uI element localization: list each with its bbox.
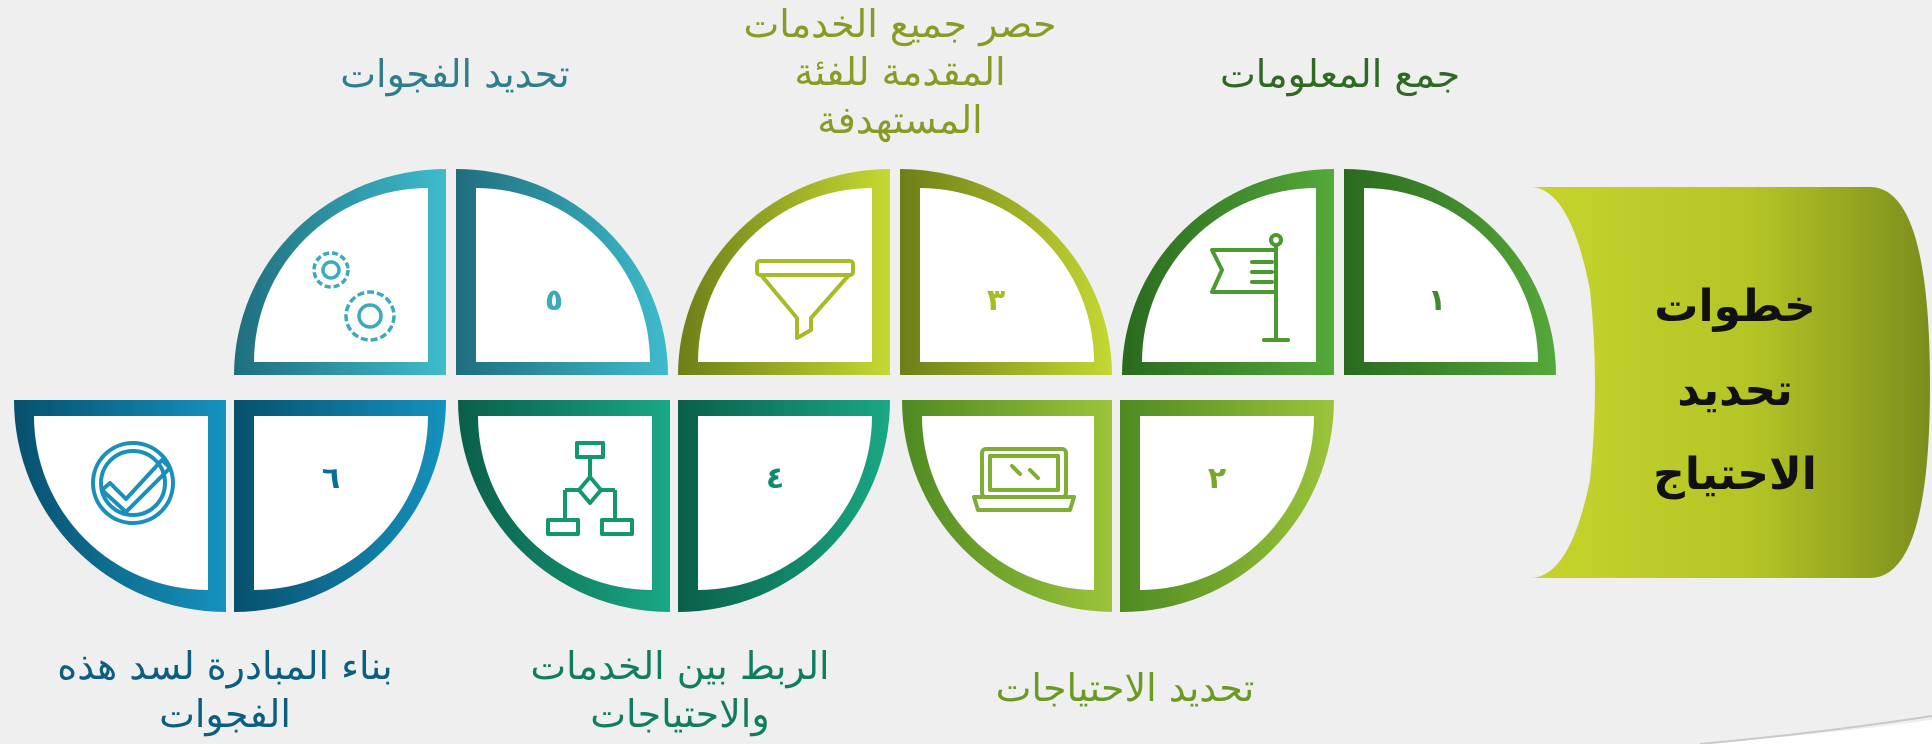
step-2-number-face: [1140, 416, 1314, 590]
step-2-group: ٢: [902, 400, 1334, 613]
flowchart-icon: [546, 441, 634, 536]
step-5-label-line: تحديد الفجوات: [340, 52, 570, 96]
filter-icon: [755, 259, 855, 340]
flag-icon: [1210, 233, 1290, 342]
step-1-number-face: [1364, 188, 1538, 362]
step-2-number: ٢: [1208, 461, 1226, 496]
step-4-label: الربط بين الخدمات والاحتياجات: [500, 642, 860, 738]
step-3-label-line: حصر جميع الخدمات: [743, 2, 1057, 46]
step-6-icon-face: [34, 416, 208, 590]
step-1-group: ١: [1122, 169, 1556, 375]
step-5-icon-face: [254, 188, 428, 362]
step-3-number: ٣: [987, 283, 1005, 318]
step-6-number-face: [254, 416, 428, 590]
step-5-number: ٥: [545, 283, 563, 318]
step-1-label: جمع المعلومات: [1180, 50, 1500, 98]
step-5-label: تحديد الفجوات: [290, 50, 620, 98]
step-3-label-line: المقدمة للفئة: [794, 50, 1006, 94]
step-4-label-line: والاحتياجات: [590, 692, 770, 736]
step-3-label: حصر جميع الخدمات المقدمة للفئة المستهدفة: [700, 0, 1100, 144]
diagram-title: خطوات تحديد الاحتياج: [1630, 265, 1840, 517]
gears-icon: [312, 251, 396, 342]
step-6-label-line: بناء المبادرة لسد هذه: [57, 644, 393, 688]
step-3-label-line: المستهدفة: [817, 98, 983, 142]
step-4-group: ٤: [458, 400, 890, 612]
step-6-number: ٦: [322, 461, 340, 496]
step-2-label: تحديد الاحتياجات: [960, 664, 1290, 712]
step-2-icon-face: [922, 416, 1094, 590]
title-line: الاحتياج: [1653, 449, 1817, 500]
page-curl-decoration: [1700, 720, 1932, 744]
step-4-number: ٤: [766, 461, 784, 496]
step-5-number-face: [476, 188, 650, 362]
step-1-icon-face: [1142, 188, 1316, 362]
title-band: [1530, 187, 1930, 578]
title-line: تحديد: [1677, 365, 1793, 416]
step-6-group: ٦: [14, 400, 446, 612]
step-4-number-face: [698, 416, 872, 590]
step-2-label-line: تحديد الاحتياجات: [995, 666, 1255, 710]
step-5-group: ٥: [234, 169, 668, 375]
step-3-group: ٣: [678, 169, 1112, 375]
title-line: خطوات: [1654, 281, 1816, 332]
step-1-number: ١: [1428, 283, 1446, 318]
laptop-icon: [972, 447, 1076, 512]
check-badge-icon: [91, 441, 175, 525]
step-6-label: بناء المبادرة لسد هذه الفجوات: [20, 642, 430, 738]
step-4-label-line: الربط بين الخدمات: [530, 644, 830, 688]
step-3-number-face: [920, 188, 1094, 362]
step-1-label-line: جمع المعلومات: [1219, 52, 1461, 96]
step-6-label-line: الفجوات: [159, 692, 291, 736]
page-curl-shadow: [1699, 715, 1932, 744]
